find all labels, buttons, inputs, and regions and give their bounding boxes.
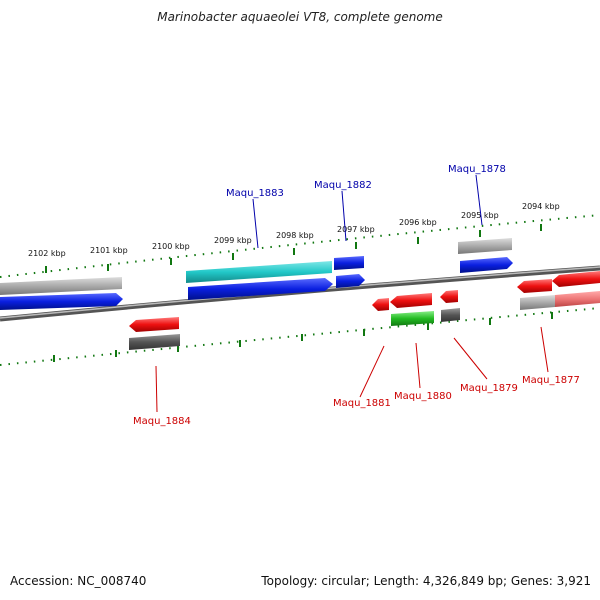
gene-label-maqu-1882[interactable]: Maqu_1882: [314, 180, 372, 191]
accession-text: Accession: NC_008740: [10, 574, 147, 588]
gene-label-maqu-1879[interactable]: Maqu_1879: [460, 383, 518, 394]
gene-maqu-1879[interactable]: [441, 308, 460, 322]
scale-label: 2101 kbp: [90, 246, 128, 255]
gene-red-1879[interactable]: [440, 290, 458, 303]
gene-maqu-1883-cyan[interactable]: [186, 261, 332, 283]
scale-label: 2094 kbp: [522, 202, 560, 211]
scale-label: 2099 kbp: [214, 236, 252, 245]
gene-gray-1878[interactable]: [458, 238, 512, 254]
genome-backbone: [0, 265, 600, 322]
gene-maqu-1882-b[interactable]: [336, 274, 365, 288]
gene-label-maqu-1878[interactable]: Maqu_1878: [448, 164, 506, 175]
bottom-label-leaders: [155, 326, 549, 413]
outer-major-ticks: [45, 224, 542, 273]
gene-label-maqu-1881[interactable]: Maqu_1881: [333, 398, 391, 409]
gene-maqu-1881[interactable]: [372, 298, 389, 311]
gene-gray-right[interactable]: [520, 295, 555, 310]
gene-maqu-1884-red[interactable]: [129, 317, 179, 332]
gene-maqu-1884[interactable]: [129, 334, 180, 350]
gene-maqu-1878[interactable]: [460, 257, 513, 273]
top-label-leaders: [252, 174, 483, 249]
scale-label: 2102 kbp: [28, 249, 66, 258]
gene-pink-right[interactable]: [555, 291, 600, 307]
inner-major-ticks: [53, 312, 553, 362]
scale-label: 2096 kbp: [399, 218, 437, 227]
gene-maqu-1882[interactable]: [334, 256, 364, 270]
gene-blue-left[interactable]: [0, 293, 123, 310]
inner-scale-dots: [0, 307, 600, 366]
gene-red-right[interactable]: [552, 271, 600, 287]
genome-summary-text: Topology: circular; Length: 4,326,849 bp…: [261, 574, 591, 588]
gene-maqu-1883[interactable]: [188, 278, 333, 300]
gene-label-maqu-1883[interactable]: Maqu_1883: [226, 188, 284, 199]
scale-labels: 2102 kbp 2101 kbp 2100 kbp 2099 kbp 2098…: [28, 202, 560, 258]
gene-maqu-1880[interactable]: [391, 311, 434, 326]
scale-label: 2095 kbp: [461, 211, 499, 220]
gene-gray-left[interactable]: [0, 277, 122, 295]
gene-label-maqu-1877[interactable]: Maqu_1877: [522, 375, 580, 386]
gene-label-maqu-1884[interactable]: Maqu_1884: [133, 416, 191, 427]
scale-label: 2098 kbp: [276, 231, 314, 240]
gene-maqu-1877[interactable]: [517, 279, 552, 293]
scale-label: 2097 kbp: [337, 225, 375, 234]
gene-red-1880[interactable]: [390, 293, 432, 308]
scale-label: 2100 kbp: [152, 242, 190, 251]
genome-title: Marinobacter aquaeolei VT8, complete gen…: [157, 10, 443, 24]
outer-scale-dots: [0, 214, 600, 278]
gene-label-maqu-1880[interactable]: Maqu_1880: [394, 391, 452, 402]
